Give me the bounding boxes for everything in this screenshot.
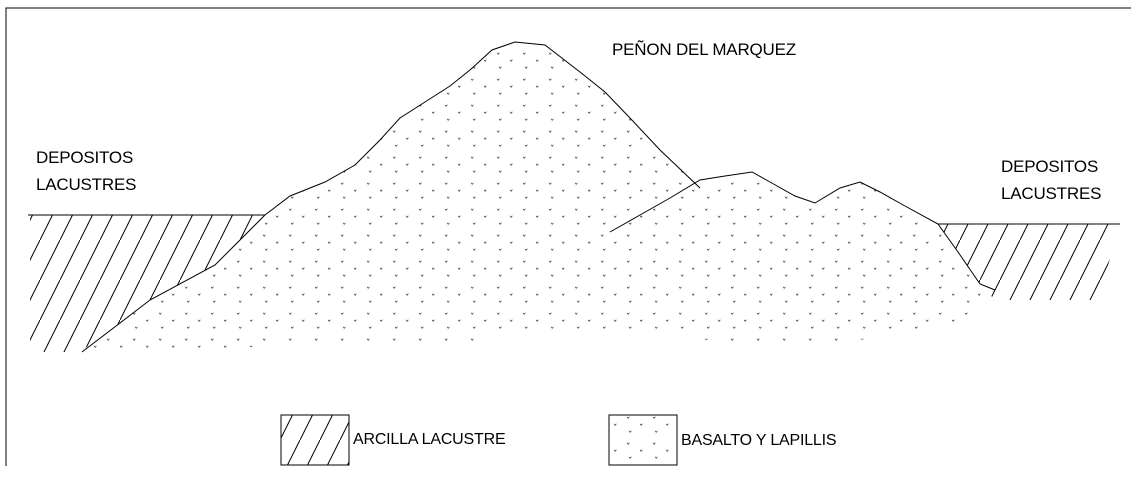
legend-hatch-swatch bbox=[280, 414, 350, 466]
basalt-region bbox=[80, 42, 995, 352]
contact-line bbox=[81, 214, 266, 353]
left-deposit-line1: DEPOSITOS bbox=[36, 148, 134, 167]
clay-region-right bbox=[938, 224, 1120, 300]
right-deposit-label: DEPOSITOS LACUSTRES bbox=[1001, 153, 1101, 207]
right-deposit-line2: LACUSTRES bbox=[1001, 184, 1102, 203]
frame-border bbox=[5, 7, 1131, 466]
ridge-outline bbox=[609, 171, 996, 291]
left-deposit-label: DEPOSITOS LACUSTRES bbox=[36, 144, 136, 198]
clay-region-left bbox=[30, 215, 265, 352]
legend-label-clay: ARCILLA LACUSTRE bbox=[353, 431, 506, 448]
left-deposit-line2: LACUSTRES bbox=[36, 175, 137, 194]
legend-label-basalt: BASALTO Y LAPILLIS bbox=[681, 432, 837, 449]
legend-dots-swatch bbox=[608, 414, 678, 466]
right-deposit-line1: DEPOSITOS bbox=[1001, 157, 1099, 176]
hill-outline bbox=[264, 41, 701, 216]
title-label: PEÑON DEL MARQUEZ bbox=[612, 40, 796, 59]
